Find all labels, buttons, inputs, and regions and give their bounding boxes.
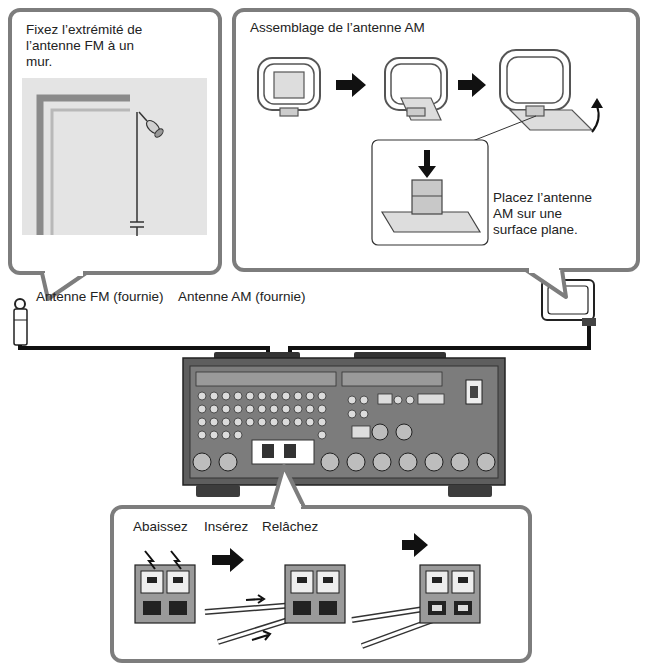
callout-text: Placez l’antenne AM sur une surface plan… bbox=[493, 190, 605, 237]
callout-tail bbox=[526, 270, 566, 297]
callout-text: Abaissez bbox=[133, 519, 203, 535]
am-loop-stage bbox=[500, 50, 603, 132]
terminal-illustration bbox=[420, 565, 480, 623]
callout-box: Assemblage de l’antenne AM Placez l’anten… bbox=[232, 8, 640, 272]
fm-antenna bbox=[14, 299, 27, 345]
step-arrow bbox=[212, 548, 244, 572]
am-loop-stage bbox=[385, 58, 447, 120]
callout-box: Fixez l’extrémité de l’antenne FM à un m… bbox=[8, 8, 222, 275]
step-arrow bbox=[336, 73, 366, 97]
callout-text: Fixez l’extrémité de l’antenne FM à un m… bbox=[26, 22, 160, 69]
part-label: Antenne AM (fournie) bbox=[178, 289, 306, 305]
terminal-illustration bbox=[135, 551, 195, 623]
callout-text: Assemblage de l’antenne AM bbox=[250, 20, 510, 36]
callout-tail bbox=[272, 466, 304, 507]
terminal-illustration bbox=[285, 565, 345, 623]
callout-box: AbaissezInsérezRelâchez bbox=[110, 505, 532, 663]
callout-text: Insérez bbox=[204, 519, 264, 535]
av-receiver bbox=[183, 352, 505, 497]
am-antenna bbox=[542, 280, 596, 326]
step-arrow bbox=[458, 73, 486, 97]
part-label: Antenne FM (fournie) bbox=[36, 289, 164, 305]
step-arrow bbox=[402, 533, 428, 557]
callout-text: Relâchez bbox=[262, 519, 337, 535]
am-loop-stage bbox=[258, 58, 320, 116]
wall-illustration bbox=[22, 78, 207, 236]
